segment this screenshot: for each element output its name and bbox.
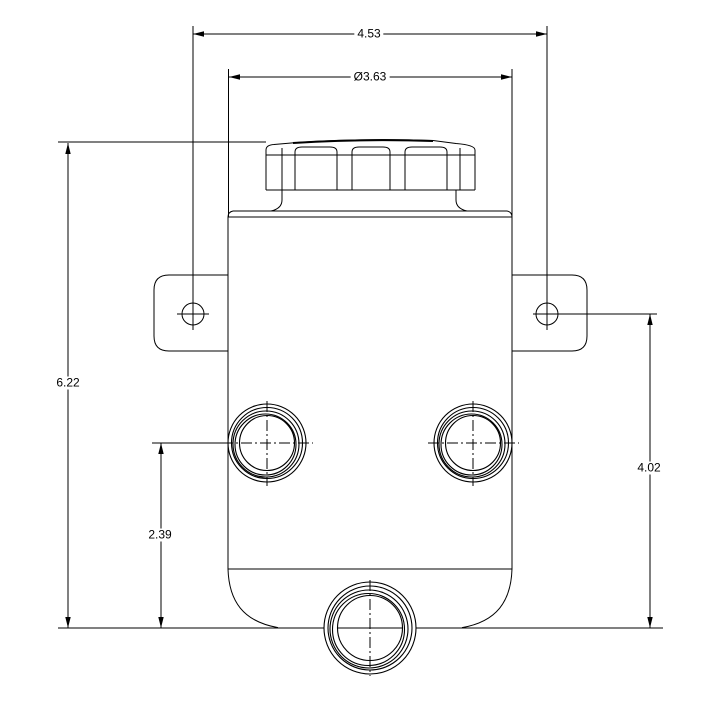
dim-label-hole-spacing: 4.53 [354, 27, 384, 41]
cap-rib [351, 146, 391, 190]
arrow-left [193, 31, 204, 37]
port-bottom [323, 580, 417, 676]
cap-rib [294, 146, 338, 190]
reservoir-outline [227, 139, 513, 629]
arrow-left [229, 74, 240, 80]
arrow-up [647, 314, 653, 325]
mounting-bracket-right [512, 274, 588, 352]
dimension-arrowheads [65, 31, 653, 628]
dim-label-bracket-hole-height: 4.02 [634, 461, 664, 475]
arrow-up [158, 443, 164, 454]
port-left [222, 401, 313, 486]
body-bottom-curve-right [461, 568, 513, 629]
cap-top-face-arc [292, 139, 434, 144]
cap-neck-left [270, 190, 283, 212]
arrow-down [158, 617, 164, 628]
cap-neck-right [455, 190, 468, 212]
flange-corner-left [227, 210, 234, 218]
arrow-right [536, 31, 547, 37]
flange-corner-right [506, 210, 513, 218]
body-bottom-curve-left [227, 568, 279, 629]
dim-label-body-diameter: Ø3.63 [350, 70, 390, 84]
dim-label-overall-height: 6.22 [53, 376, 83, 390]
dim-label-port-center-height: 2.39 [145, 528, 175, 542]
mounting-bracket-left [153, 274, 228, 352]
mounting-brackets [153, 274, 588, 352]
arrow-down [647, 617, 653, 628]
arrow-up [65, 143, 71, 154]
arrow-down [65, 617, 71, 628]
cap-rib [404, 146, 448, 190]
arrow-right [501, 74, 512, 80]
mounting-hole-right [535, 302, 559, 326]
ports [222, 401, 519, 676]
port-right [428, 401, 519, 486]
